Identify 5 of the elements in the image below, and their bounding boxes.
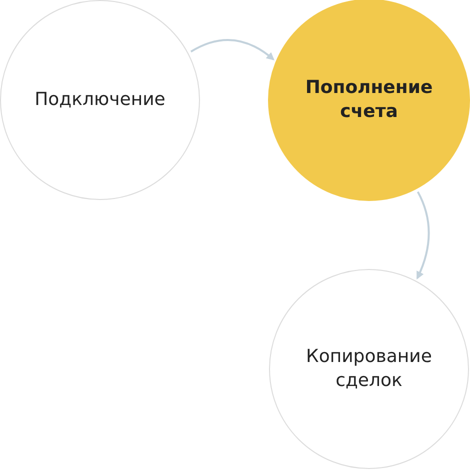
step-label: Подключение [34, 88, 166, 112]
step-label: Пополнение счета [304, 76, 434, 124]
step-label: Копирование сделок [305, 345, 433, 393]
curved-arrow [190, 39, 275, 60]
curved-arrow [416, 191, 430, 280]
